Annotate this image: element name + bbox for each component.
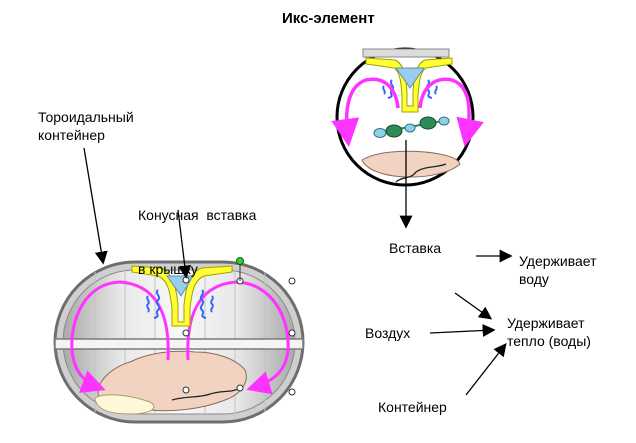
- closeup-food: [361, 150, 461, 178]
- annotation-arrows: [83, 140, 513, 396]
- closeup-convection-arrows: [331, 77, 484, 147]
- heat-squiggles-main: [146, 289, 214, 319]
- label-air: Воздух: [365, 325, 411, 341]
- bead-green: [385, 124, 403, 138]
- closeup-lid: [362, 48, 450, 58]
- diagram-title: Икс-элемент: [282, 10, 375, 27]
- convection-arrows: [70, 280, 290, 395]
- label-insert: Вставка: [389, 240, 442, 256]
- arrow-toroidal: [83, 147, 108, 265]
- closeup-cone-insert: [365, 57, 453, 113]
- arrow-insert-to-heat: [454, 292, 493, 320]
- toroidal-container: [53, 257, 305, 424]
- bead-green: [419, 116, 437, 130]
- rotate-handle: [236, 257, 244, 265]
- bead-blue: [373, 128, 387, 138]
- arrow-cone: [177, 209, 192, 279]
- label-holds-heat: Удерживает тепло (воды): [507, 315, 591, 349]
- label-holds-water: Удерживает воду: [519, 253, 597, 287]
- label-cone-insert: Конусная вставка в крышку: [138, 207, 257, 277]
- arrow-container-to-heat: [465, 342, 507, 396]
- food-vein: [171, 387, 241, 401]
- label-toroidal-container: Тороидальный контейнер: [38, 109, 134, 143]
- cone-insert: [131, 265, 233, 327]
- arrow-air-to-heat: [429, 324, 496, 337]
- label-container: Контейнер: [378, 399, 447, 415]
- food-base: [94, 394, 155, 415]
- bead-blue: [404, 123, 416, 133]
- bead-blue: [438, 116, 450, 126]
- closeup-cone-tip: [395, 67, 425, 89]
- insert-closeup: [331, 47, 484, 187]
- lid-split-band: [54, 338, 304, 350]
